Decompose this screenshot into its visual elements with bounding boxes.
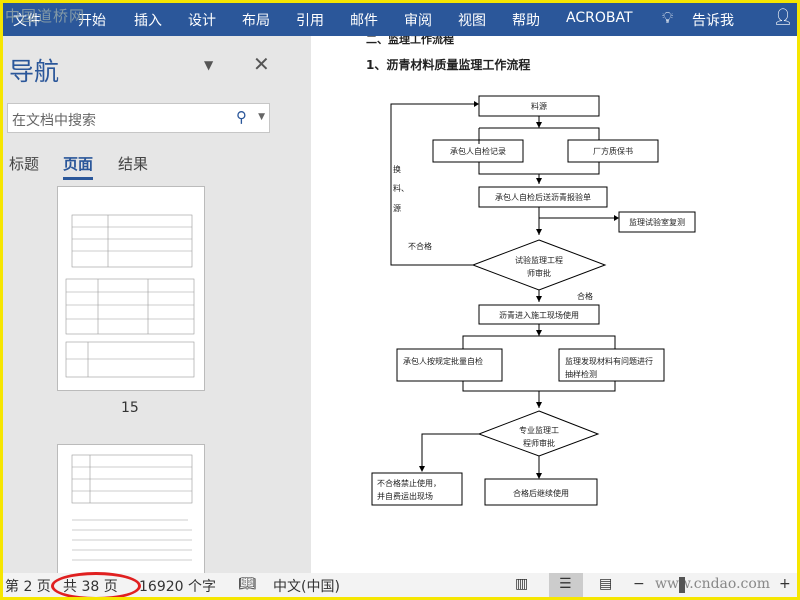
subheading: 1、沥青材料质量监理工作流程 xyxy=(366,57,530,72)
tab-help[interactable]: 帮助 xyxy=(512,13,540,29)
tab-review[interactable]: 审阅 xyxy=(404,13,432,29)
flow-change-1: 换 xyxy=(393,164,401,174)
language[interactable]: 中文(中国) xyxy=(273,579,340,595)
section-heading: 二、监理工作流程 xyxy=(366,36,454,46)
search-input[interactable]: 在文档中搜索 ⚲ ▼ xyxy=(7,103,270,133)
tab-design[interactable]: 设计 xyxy=(188,13,216,29)
flow-reject: 不合格禁止使用， xyxy=(377,478,441,488)
nav-title: 导航 xyxy=(9,57,60,86)
share-user-icon[interactable]: 👤︎ xyxy=(773,7,794,26)
flow-batch-check: 承包人按规定批量自检 xyxy=(403,356,483,366)
ribbon: 文件 开始 插入 设计 布局 引用 邮件 审阅 视图 帮助 ACROBAT 💡︎… xyxy=(3,3,797,36)
flow-pass-label: 合格 xyxy=(577,291,593,301)
lightbulb-icon[interactable]: 💡︎ xyxy=(662,8,674,27)
flow-reject-b: 并自费运出现场 xyxy=(377,491,433,501)
tell-me[interactable]: 告诉我 xyxy=(692,13,734,29)
flow-contractor-record: 承包人自检记录 xyxy=(450,146,506,156)
flow-fail-label: 不合格 xyxy=(408,241,432,251)
close-icon[interactable]: ✕ xyxy=(253,52,270,76)
chevron-down-icon[interactable]: ▼ xyxy=(204,58,214,72)
highlight-circle xyxy=(51,572,141,597)
thumbnail-content xyxy=(71,454,193,561)
document-page[interactable]: 二、监理工作流程 1、沥青材料质量监理工作流程 xyxy=(311,32,797,573)
zoom-slider-thumb[interactable] xyxy=(679,577,685,593)
word-window: 文件 开始 插入 设计 布局 引用 邮件 审阅 视图 帮助 ACROBAT 💡︎… xyxy=(3,3,797,597)
page-indicator[interactable]: 第 2 页 xyxy=(5,579,51,595)
tab-mailings[interactable]: 邮件 xyxy=(350,13,378,29)
tab-pages[interactable]: 页面 xyxy=(63,153,94,180)
navigation-pane: 导航 ▼ ✕ 在文档中搜索 ⚲ ▼ 标题 页面 结果 15 xyxy=(3,36,308,574)
page-thumbnail-label: 15 xyxy=(121,400,139,416)
flow-approve2-b: 程师审批 xyxy=(523,438,555,448)
tab-layout[interactable]: 布局 xyxy=(242,13,270,29)
tab-acrobat[interactable]: ACROBAT xyxy=(566,10,633,26)
tab-view[interactable]: 视图 xyxy=(458,13,486,29)
proofing-icon[interactable]: 📖︎ xyxy=(238,576,256,592)
flow-sampling: 监理发现材料有问题进行 xyxy=(565,356,653,366)
flow-change-2: 料、 xyxy=(393,183,409,193)
word-count[interactable]: 16920 个字 xyxy=(139,579,216,595)
flow-lab-retest: 监理试验室复测 xyxy=(629,217,685,227)
watermark-logo: 中国道桥网 xyxy=(5,7,86,25)
flow-source: 料源 xyxy=(531,101,547,111)
status-bar: 第 2 页 共 38 页 16920 个字 📖︎ 中文(中国) ▥ ☰ ▤ − … xyxy=(3,572,797,597)
search-placeholder: 在文档中搜索 xyxy=(12,113,96,129)
page-thumbnail-16[interactable] xyxy=(57,444,205,574)
flow-approve1-b: 师审批 xyxy=(527,268,551,278)
search-icon[interactable]: ⚲ xyxy=(236,108,247,126)
flow-sampling-b: 抽样检测 xyxy=(565,369,597,379)
page-thumbnail-15[interactable] xyxy=(57,186,205,391)
tab-home[interactable]: 开始 xyxy=(78,13,106,29)
read-mode-icon[interactable]: ▥ xyxy=(515,576,529,592)
tab-insert[interactable]: 插入 xyxy=(134,13,162,29)
tab-results[interactable]: 结果 xyxy=(118,155,149,173)
web-layout-icon[interactable]: ▤ xyxy=(599,576,613,592)
flow-approve2: 专业监理工 xyxy=(519,425,559,435)
zoom-out-icon[interactable]: − xyxy=(633,576,645,592)
zoom-in-icon[interactable]: + xyxy=(779,576,791,592)
tab-references[interactable]: 引用 xyxy=(296,13,324,29)
thumbnail-content xyxy=(65,214,195,378)
flow-change-3: 源 xyxy=(393,204,401,213)
site-watermark: www.cndao.com xyxy=(655,576,771,592)
tab-headings[interactable]: 标题 xyxy=(9,155,40,173)
flow-submit: 承包人自检后送沥青报验单 xyxy=(495,192,591,202)
flow-factory-cert: 厂方质保书 xyxy=(593,146,633,156)
tab-file[interactable]: 文件 xyxy=(13,13,41,29)
flowchart: 二、监理工作流程 1、沥青材料质量监理工作流程 xyxy=(366,32,696,506)
print-layout-icon[interactable]: ☰ xyxy=(549,573,583,597)
flow-enter-site: 沥青进入施工现场使用 xyxy=(499,310,579,320)
flow-continue: 合格后继续使用 xyxy=(513,488,569,498)
flow-approve1: 试验监理工程 xyxy=(515,255,563,265)
chevron-down-icon[interactable]: ▼ xyxy=(258,112,265,122)
